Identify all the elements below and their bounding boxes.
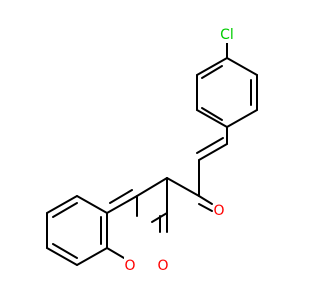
inner-double-bond <box>201 65 223 79</box>
bond <box>166 177 200 197</box>
alkene-bond <box>198 143 228 161</box>
inner-double-bond <box>109 189 133 204</box>
bond <box>76 195 108 214</box>
label-mask <box>124 257 136 275</box>
label-mask <box>157 257 169 275</box>
bond <box>226 109 258 128</box>
bond <box>226 57 258 76</box>
alkene-bond <box>196 137 224 154</box>
bond <box>76 247 108 266</box>
inner-double-bond <box>201 107 223 121</box>
molecule-structure: Cl O O O <box>46 25 258 275</box>
structure-canvas: Cl O O O <box>46 25 258 275</box>
ketone-oxygen-label: O <box>213 203 224 219</box>
coumarin-core <box>46 177 168 266</box>
carbonyl-bond <box>198 195 213 205</box>
bond <box>46 247 78 266</box>
bond <box>196 57 228 76</box>
bond <box>136 177 168 197</box>
bond <box>46 195 78 214</box>
enone-linker <box>166 126 228 212</box>
carbonyl-bond <box>198 203 213 212</box>
atom-labels: Cl O O O <box>124 25 240 275</box>
ring-oxygen-label: O <box>124 258 135 274</box>
inner-double-bond <box>52 202 78 218</box>
label-mask <box>213 202 225 220</box>
lactone-oxygen-label: O <box>157 258 168 274</box>
label-mask <box>216 25 240 43</box>
chlorine-label: Cl <box>220 27 234 43</box>
bond <box>106 195 138 214</box>
chlorophenyl-ring <box>196 41 258 128</box>
bond <box>196 109 228 128</box>
bond <box>106 247 125 259</box>
inner-double-bond <box>52 243 78 259</box>
